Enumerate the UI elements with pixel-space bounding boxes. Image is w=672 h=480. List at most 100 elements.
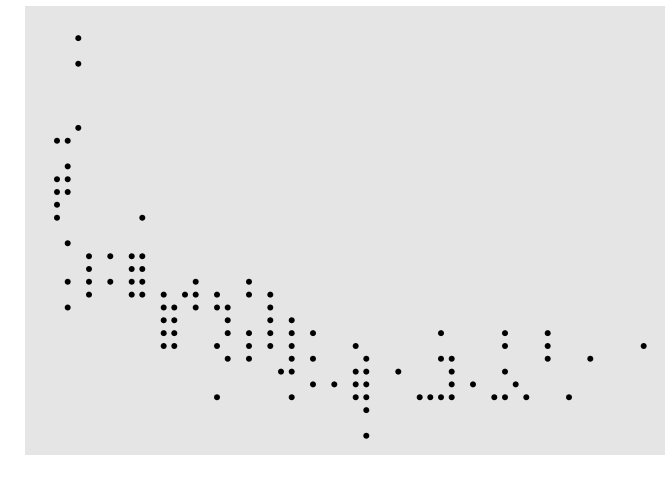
data-point	[64, 304, 71, 311]
data-point	[246, 330, 252, 337]
data-point	[171, 304, 178, 311]
data-point	[363, 381, 370, 388]
data-point	[427, 394, 434, 401]
data-point	[310, 330, 316, 337]
data-point	[438, 355, 444, 362]
data-point	[54, 137, 60, 144]
data-point	[182, 291, 188, 298]
data-point	[491, 394, 498, 401]
data-point	[139, 278, 146, 285]
data-point	[139, 214, 146, 221]
data-point	[512, 381, 519, 388]
data-point	[75, 35, 82, 42]
data-point	[246, 291, 252, 298]
data-point	[86, 266, 92, 272]
data-point	[363, 394, 370, 401]
data-point	[54, 176, 60, 183]
data-point	[288, 394, 295, 401]
data-point	[352, 343, 359, 349]
data-point	[64, 176, 71, 183]
data-point	[75, 60, 82, 67]
data-point	[64, 189, 71, 195]
data-point	[363, 432, 370, 439]
data-point	[214, 343, 220, 349]
data-point	[214, 394, 220, 401]
data-point	[352, 394, 359, 401]
data-point	[310, 381, 316, 388]
data-point	[171, 330, 178, 337]
data-point	[278, 368, 284, 375]
data-point	[267, 291, 274, 298]
data-point	[502, 368, 508, 375]
data-point	[160, 330, 167, 337]
data-point	[224, 355, 231, 362]
data-point	[470, 381, 476, 388]
plot-panel	[25, 6, 665, 455]
data-point	[107, 253, 114, 260]
data-point	[171, 317, 178, 324]
data-point	[267, 304, 274, 311]
data-point	[128, 278, 135, 285]
data-point	[171, 343, 178, 349]
data-points	[54, 35, 647, 439]
data-point	[246, 355, 252, 362]
data-point	[448, 394, 455, 401]
data-point	[160, 343, 167, 349]
data-point	[267, 343, 274, 349]
data-point	[192, 278, 199, 285]
data-point	[128, 291, 135, 298]
data-point	[139, 291, 146, 298]
data-point	[310, 355, 316, 362]
data-point	[64, 163, 71, 170]
data-point	[75, 124, 82, 131]
data-point	[224, 330, 231, 337]
data-point	[502, 343, 508, 349]
data-point	[64, 278, 71, 285]
data-point	[192, 291, 199, 298]
data-point	[363, 355, 370, 362]
data-point	[502, 330, 508, 337]
data-point	[288, 317, 295, 324]
data-point	[139, 266, 146, 272]
data-point	[192, 304, 199, 311]
data-point	[395, 368, 402, 375]
data-point	[267, 317, 274, 324]
data-point	[288, 355, 295, 362]
data-point	[438, 330, 444, 337]
data-point	[86, 291, 92, 298]
data-point	[267, 330, 274, 337]
data-point	[224, 317, 231, 324]
data-point	[160, 317, 167, 324]
data-point	[448, 381, 455, 388]
data-point	[139, 253, 146, 260]
data-point	[288, 368, 295, 375]
data-point	[544, 355, 551, 362]
data-point	[54, 201, 60, 208]
data-point	[86, 278, 92, 285]
data-point	[64, 240, 71, 247]
data-point	[363, 407, 370, 414]
data-point	[246, 343, 252, 349]
data-point	[523, 394, 530, 401]
data-point	[544, 343, 551, 349]
data-point	[416, 394, 423, 401]
data-point	[86, 253, 92, 260]
data-point	[54, 214, 60, 221]
data-point	[160, 304, 167, 311]
data-point	[64, 137, 71, 144]
data-point	[566, 394, 572, 401]
data-point	[331, 381, 338, 388]
data-point	[640, 343, 647, 349]
data-point	[587, 355, 594, 362]
data-point	[128, 266, 135, 272]
data-point	[160, 291, 167, 298]
data-point	[352, 368, 359, 375]
data-point	[352, 381, 359, 388]
data-point	[128, 253, 135, 260]
data-point	[544, 330, 551, 337]
data-point	[438, 394, 444, 401]
data-point	[107, 278, 114, 285]
data-point	[363, 368, 370, 375]
data-point	[448, 368, 455, 375]
